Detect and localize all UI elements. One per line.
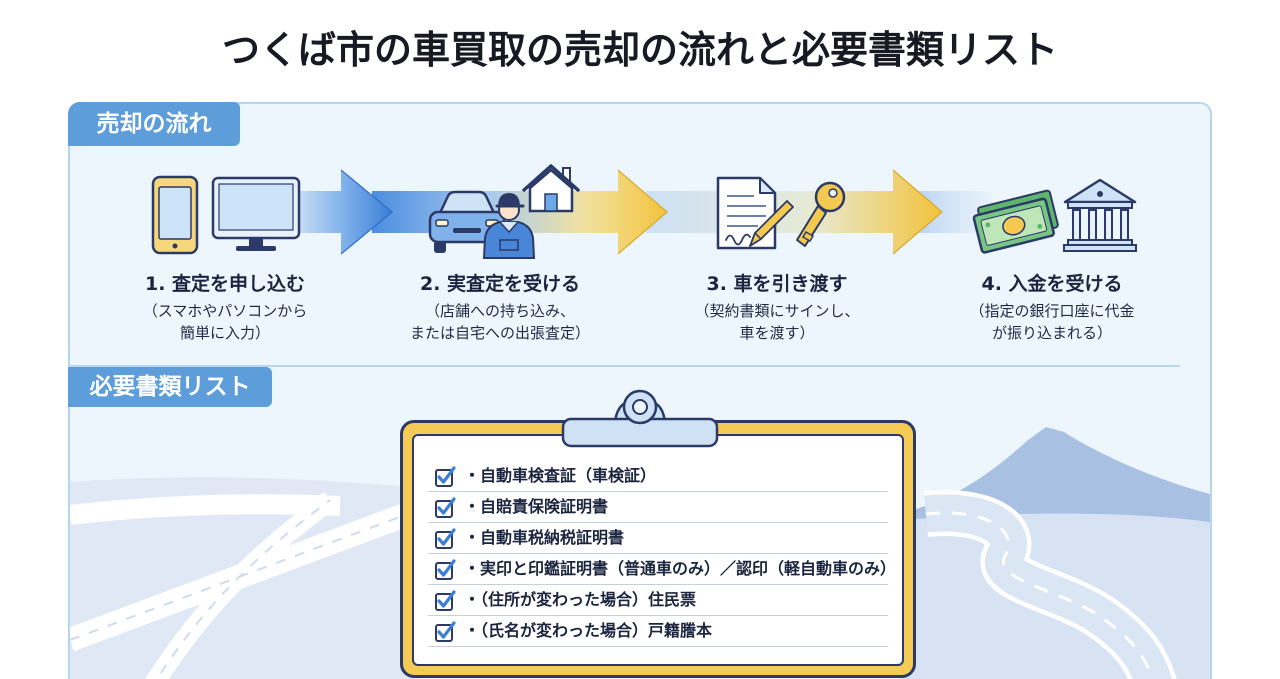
step-description: （スマホやパソコンから 簡単に入力）: [105, 300, 345, 344]
step-description-line: （店舗への持ち込み、: [424, 302, 575, 320]
flow-step-4: 4. 入金を受ける （指定の銀行口座に代金 が振り込まれる）: [932, 271, 1172, 344]
contract-document-icon: [716, 176, 777, 250]
step-description-line: または自宅への出張査定）: [409, 324, 590, 342]
step-description: （店舗への持ち込み、 または自宅への出張査定）: [380, 300, 620, 344]
checklist-item-text: ・自動車税納税証明書: [464, 528, 625, 547]
computer-monitor-icon: [211, 176, 301, 251]
checklist-item: ・（住所が変わった場合）住民票: [428, 585, 888, 616]
step-description-line: 車を渡す）: [739, 324, 815, 342]
step-title: 3. 車を引き渡す: [706, 273, 848, 295]
checklist-item-text: ・実印と印鑑証明書（普通車のみ）／認印（軽自動車のみ）: [464, 559, 897, 578]
step-description-line: （指定の銀行口座に代金: [969, 302, 1135, 320]
step-title: 2. 実査定を受ける: [419, 273, 581, 295]
house-icon: [522, 164, 580, 213]
section-divider: [70, 365, 1180, 367]
checklist-item-text: ・自賠責保険証明書: [464, 497, 609, 516]
section-label-documents: 必要書類リスト: [68, 367, 272, 407]
step-description: （指定の銀行口座に代金 が振り込まれる）: [932, 300, 1172, 344]
bank-icon: [1063, 178, 1137, 252]
checklist-item: ・自動車税納税証明書: [428, 523, 888, 554]
flow-step-3: 3. 車を引き渡す （契約書類にサインし、 車を渡す）: [657, 271, 897, 344]
step-description-line: が振り込まれる）: [991, 324, 1112, 342]
checklist-item: ・（氏名が変わった場合）戸籍謄本: [428, 616, 888, 647]
flow-arrow-1-to-2: [288, 169, 393, 255]
checklist-item-text: ・自動車検査証（車検証）: [464, 466, 657, 485]
documents-clipboard: ・自動車検査証（車検証） ・自賠責保険証明書 ・自動車税納税証明書: [400, 420, 916, 678]
step-description-line: 簡単に入力）: [179, 324, 270, 342]
winding-road: [923, 490, 1177, 679]
clipboard-clip-icon: [561, 389, 719, 448]
checklist-item: ・自動車検査証（車検証）: [428, 461, 888, 492]
checkbox-checked-icon: [435, 497, 456, 518]
step-description-line: （契約書類にサインし、: [694, 302, 860, 320]
clipboard-paper: ・自動車検査証（車検証） ・自賠責保険証明書 ・自動車税納税証明書: [412, 434, 904, 666]
car-key-icon: [796, 181, 846, 247]
checkbox-checked-icon: [435, 621, 456, 642]
step-description: （契約書類にサインし、 車を渡す）: [657, 300, 897, 344]
checkbox-checked-icon: [435, 590, 456, 611]
pen-icon: [749, 200, 794, 247]
flow-arrow-3-to-4: [646, 169, 943, 255]
step-title: 1. 査定を申し込む: [144, 273, 306, 295]
flow-step-2: 2. 実査定を受ける （店舗への持ち込み、 または自宅への出張査定）: [380, 271, 620, 344]
smartphone-icon: [151, 175, 199, 255]
checkbox-checked-icon: [435, 528, 456, 549]
required-documents-list: ・自動車検査証（車検証） ・自賠責保険証明書 ・自動車税納税証明書: [428, 461, 896, 647]
page-title: つくば市の車買取の売却の流れと必要書類リスト: [221, 28, 1058, 72]
checkbox-checked-icon: [435, 559, 456, 580]
step-title: 4. 入金を受ける: [981, 273, 1123, 295]
flow-step-1: 1. 査定を申し込む （スマホやパソコンから 簡単に入力）: [105, 271, 345, 344]
step-description-line: （スマホやパソコンから: [142, 302, 308, 320]
banknotes-icon: [972, 189, 1059, 254]
checkbox-checked-icon: [435, 466, 456, 487]
section-label-flow: 売却の流れ: [68, 102, 240, 146]
checklist-item-text: ・（住所が変わった場合）住民票: [464, 590, 697, 609]
checklist-item: ・自賠責保険証明書: [428, 492, 888, 523]
left-roads: [70, 492, 410, 679]
mechanic-icon: [482, 193, 536, 259]
checklist-item-text: ・（氏名が変わった場合）戸籍謄本: [464, 621, 713, 640]
checklist-item: ・実印と印鑑証明書（普通車のみ）／認印（軽自動車のみ）: [428, 554, 896, 585]
